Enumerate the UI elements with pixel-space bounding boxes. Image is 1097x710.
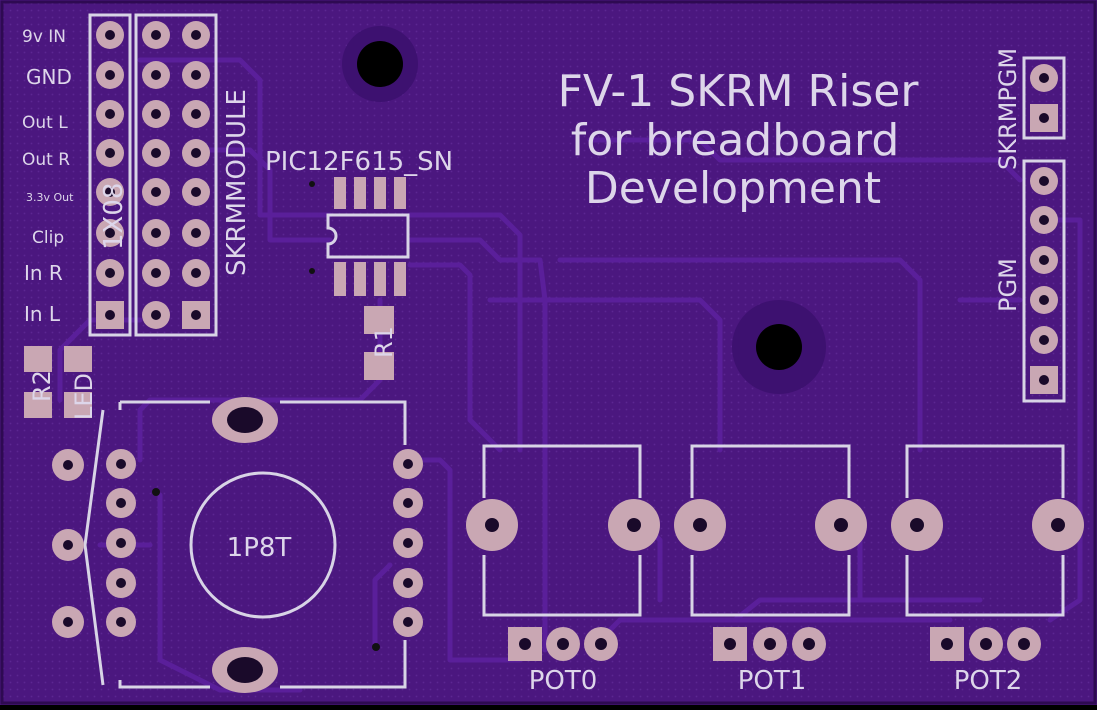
resistor-r1-label: R1: [370, 326, 398, 358]
pgm-header: PGM: [994, 159, 1066, 403]
led-label: LED: [70, 373, 98, 420]
pin-label-9v-in: 9v IN: [22, 27, 66, 47]
mounting-hole-middle: [732, 300, 826, 394]
header-1x08: 1X08: [88, 13, 132, 337]
led: LED: [64, 346, 98, 420]
skrm-pgm-header: SKRMPGM: [994, 48, 1066, 170]
pin-label-out-r: Out R: [22, 150, 70, 170]
rotary-switch-1p8t: 1P8T: [52, 397, 423, 693]
skrm-module-pins: [142, 21, 210, 329]
pin-label-3v3-out: 3.3v Out: [26, 191, 74, 204]
resistor-r2-label: R2: [28, 370, 56, 402]
pin-label-out-l: Out L: [22, 113, 68, 133]
pot0: POT0: [466, 444, 660, 696]
pot2: POT2: [891, 444, 1084, 696]
header-1x08-pins: [96, 21, 124, 329]
pin-label-clip: Clip: [32, 228, 64, 248]
skrm-module-header: SKRMMODULE: [134, 13, 252, 337]
header-1x08-label: 1X08: [99, 183, 129, 250]
resistor-r2: R2: [24, 346, 56, 418]
pin-labels: 9v IN GND Out L Out R 3.3v Out Clip In R…: [22, 27, 74, 326]
title-line-3: Development: [585, 163, 881, 214]
skrm-pgm-label: SKRMPGM: [994, 48, 1022, 170]
pot0-label: POT0: [529, 666, 598, 696]
pin-label-gnd: GND: [26, 65, 72, 89]
resistor-r1: R1: [364, 306, 398, 380]
mounting-hole-top: [342, 26, 418, 102]
pot2-label: POT2: [954, 666, 1023, 696]
skrm-module-label: SKRMMODULE: [222, 89, 252, 276]
pgm-label: PGM: [994, 258, 1022, 312]
pin-label-in-r: In R: [24, 261, 63, 285]
pot1-label: POT1: [738, 666, 807, 696]
pin-label-in-l: In L: [24, 302, 61, 326]
switch-label: 1P8T: [227, 533, 292, 563]
title-line-1: FV-1 SKRM Riser: [558, 66, 920, 117]
pic12f615-label: PIC12F615_SN: [265, 147, 453, 177]
pot1: POT1: [674, 444, 867, 696]
title-line-2: for breadboard: [571, 115, 900, 166]
pic12f615-ic: PIC12F615_SN: [265, 147, 453, 296]
